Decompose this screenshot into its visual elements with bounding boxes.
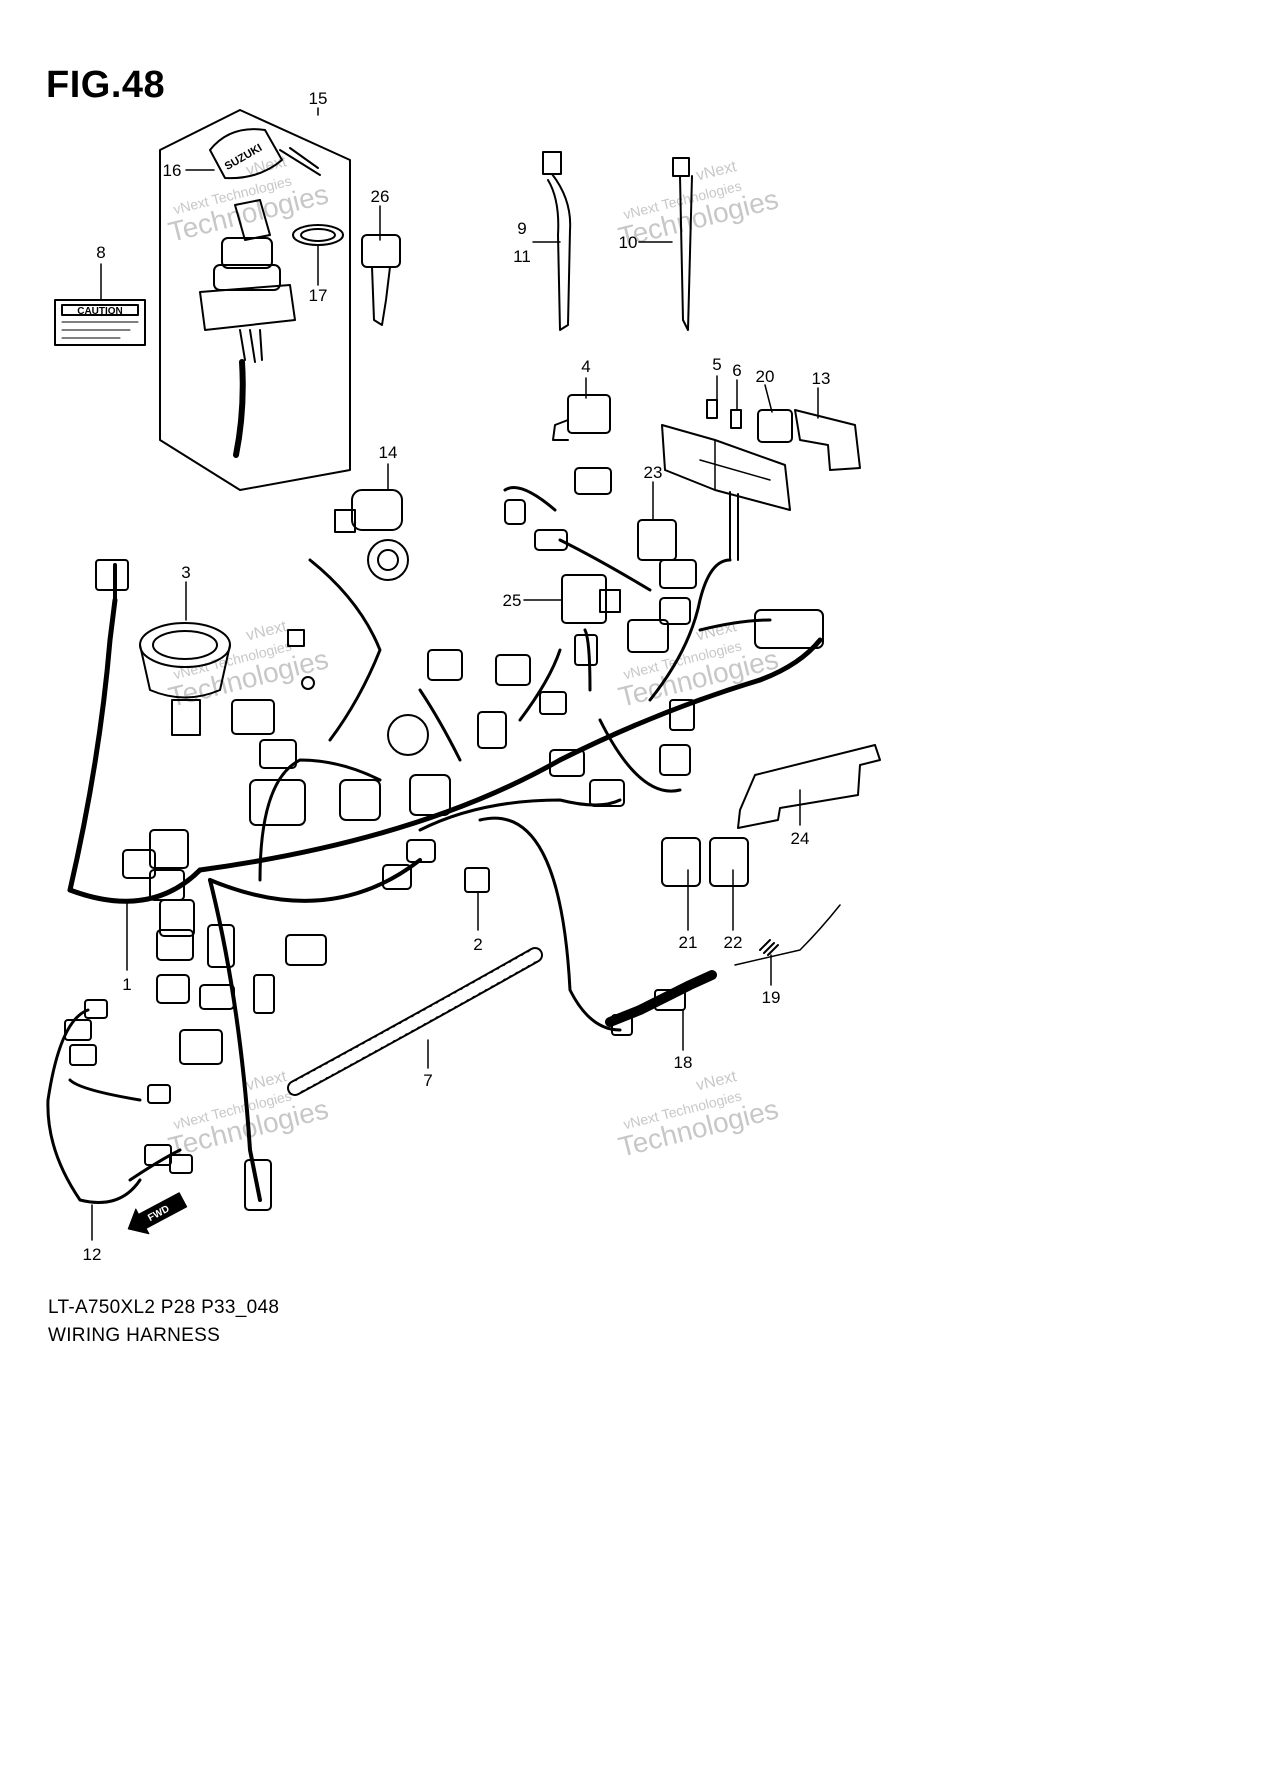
callout-16: 16 [163,161,182,180]
callout-24: 24 [791,829,810,848]
callout-7: 7 [423,1071,432,1090]
fuse-5 [706,399,718,419]
callout-5: 5 [712,355,721,374]
socket-14 [334,489,409,581]
grommet-3 [139,622,231,736]
callout-11: 11 [513,247,531,266]
model-code: LT-A750XL2 P28 P33_048 [48,1297,280,1318]
ignition-switch-assembly [159,109,351,491]
key-16 [209,128,283,180]
sub-harness-12 [46,999,193,1204]
callout-20: 20 [756,367,775,386]
callout-14: 14 [379,443,398,462]
callout-19: 19 [762,988,781,1007]
callout-21: 21 [679,933,698,952]
relay-20 [757,409,793,443]
cable-tie-9 [542,151,572,331]
callout-15: 15 [309,89,328,108]
callout-23: 23 [644,463,663,482]
callout-26: 26 [371,187,390,206]
branch-connectors [122,467,824,1211]
cable-tie-10 [672,157,693,331]
relay-25 [561,574,621,624]
callout-2: 2 [473,935,482,954]
key-26 [361,234,401,326]
callout-12: 12 [83,1245,102,1264]
callout-1: 1 [122,975,131,994]
figure-title: FIG.48 [46,64,166,106]
watermark-group: vNext vNext Technologies Technologies vN… [165,153,781,1163]
fuse-6 [730,409,742,429]
callout-10: 10 [619,233,638,252]
connector-23 [637,519,677,561]
caution-text: CAUTION [77,306,123,317]
spring-clip-19 [734,904,841,966]
relay-22 [709,837,749,887]
boot-4 [552,394,611,441]
bracket-24 [737,744,881,829]
callout-6: 6 [732,361,741,380]
relay-21 [661,837,701,887]
callout-25: 25 [503,591,522,610]
connector-2 [464,867,490,893]
callout-17: 17 [309,286,328,305]
callout-8: 8 [96,243,105,262]
diagram-caption: WIRING HARNESS [48,1325,221,1346]
callout-18: 18 [674,1053,693,1072]
fwd-arrow [127,1192,188,1235]
callout-3: 3 [181,563,190,582]
caution-label [54,299,146,346]
fuse-box [661,424,791,561]
leader-lines [91,107,819,1241]
corrugated-tube-7 [287,947,543,1096]
callout-numbers: 1 2 3 4 5 6 7 8 9 10 11 12 13 14 15 16 1… [83,89,831,1264]
callout-13: 13 [812,369,831,388]
bracket-13 [794,409,861,471]
callout-9: 9 [517,219,526,238]
main-harness [67,486,823,1202]
callout-4: 4 [581,357,590,376]
callout-22: 22 [724,933,743,952]
sensor-18 [605,970,717,1036]
